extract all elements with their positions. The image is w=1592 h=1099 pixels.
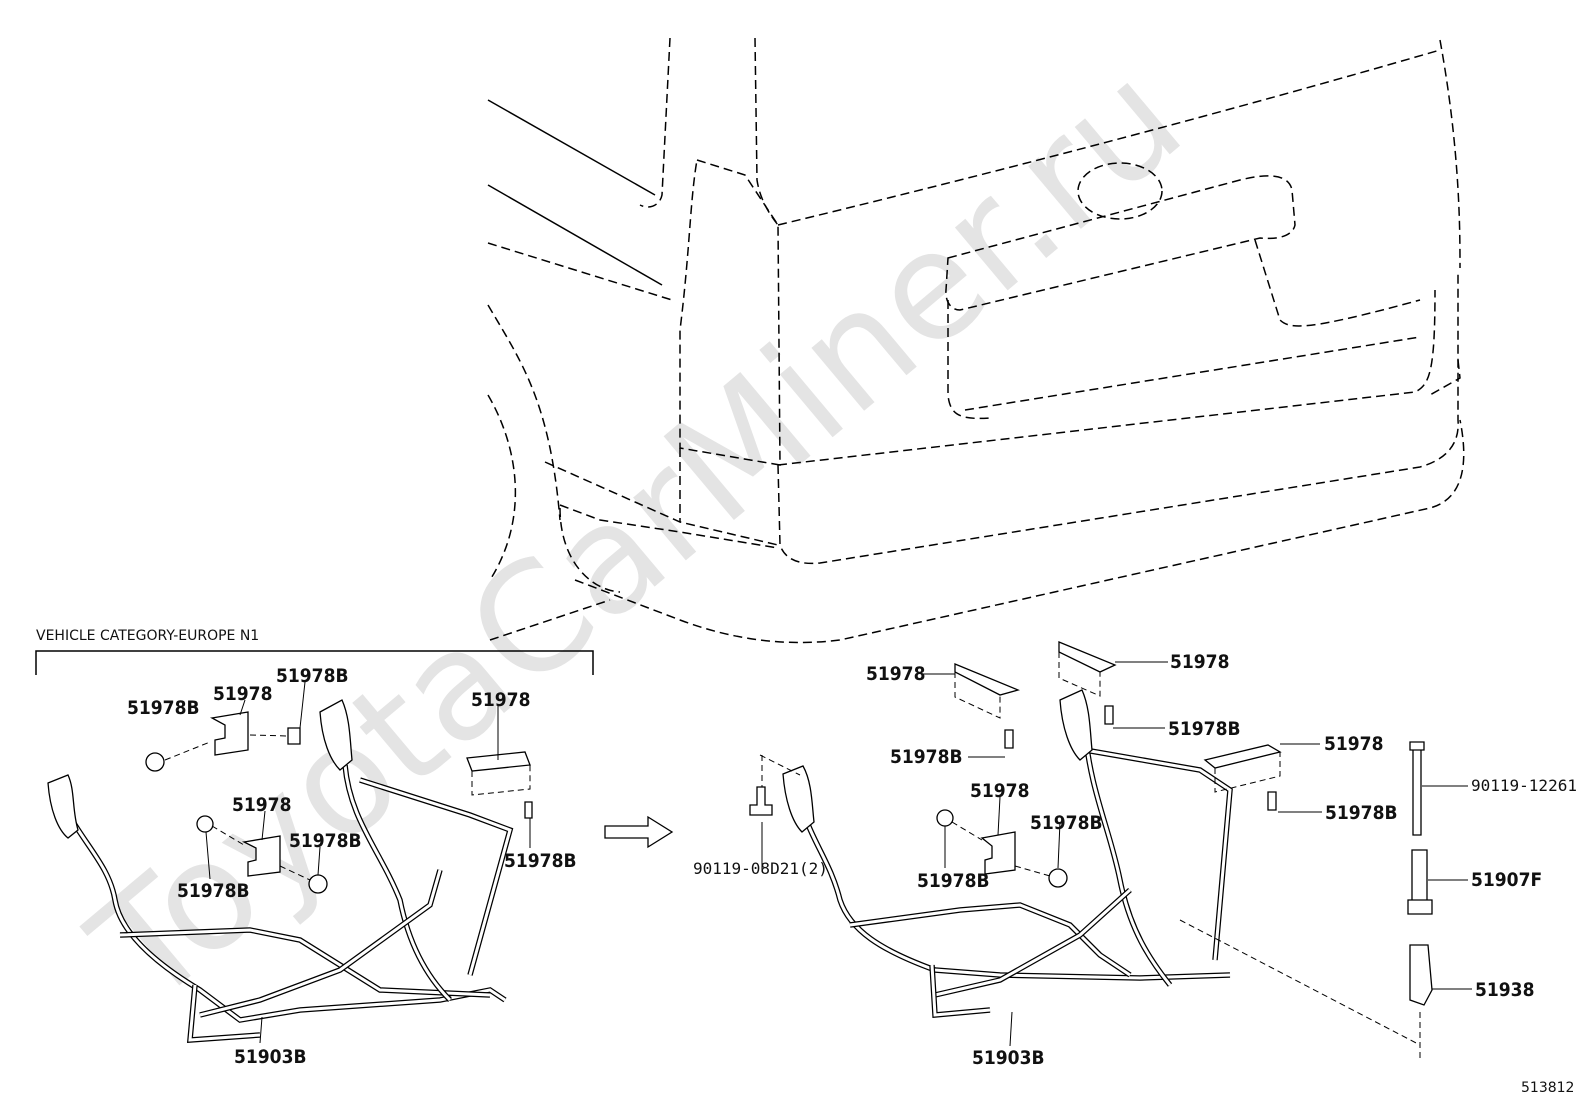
vehicle-rear-outline bbox=[487, 37, 1465, 644]
label-right-clip-a: 51978B bbox=[890, 746, 963, 768]
label-right-bracket-b: 51978 bbox=[1170, 651, 1229, 673]
label-right-bracket-c: 51978 bbox=[1324, 733, 1383, 755]
left-leaders bbox=[205, 681, 531, 1044]
label-left-clip-d: 51978B bbox=[177, 880, 250, 902]
label-left-bracket-c: 51978 bbox=[471, 689, 530, 711]
label-left-carrier: 51903B bbox=[234, 1046, 307, 1068]
transition-arrow bbox=[604, 815, 674, 849]
label-left-bracket-a: 51978 bbox=[213, 683, 272, 705]
label-right-lock: 51938 bbox=[1475, 979, 1534, 1001]
label-left-bracket-b: 51978 bbox=[232, 794, 291, 816]
section-caption: VEHICLE CATEGORY-EUROPE N1 bbox=[36, 628, 259, 644]
section-bracket bbox=[35, 650, 594, 675]
label-left-clip-a: 51978B bbox=[127, 697, 200, 719]
label-right-bracket-a: 51978 bbox=[866, 663, 925, 685]
label-left-clip-c: 51978B bbox=[289, 830, 362, 852]
label-right-clip-b: 51978B bbox=[1168, 718, 1241, 740]
diagram-id: 513812 bbox=[1521, 1080, 1574, 1096]
label-right-bracket-e: 51978 bbox=[970, 780, 1029, 802]
label-right-carrier: 51903B bbox=[972, 1047, 1045, 1069]
label-left-clip-e: 51978B bbox=[504, 850, 577, 872]
right-leaders bbox=[761, 661, 1472, 1047]
label-right-clip-c: 51978B bbox=[1325, 802, 1398, 824]
label-right-pipe: 51907F bbox=[1471, 869, 1542, 891]
label-right-long-bolt: 90119-12261 bbox=[1471, 776, 1577, 795]
left-carrier-assembly bbox=[47, 699, 514, 1043]
label-right-clip-d: 51978B bbox=[1030, 812, 1103, 834]
left-small-parts bbox=[145, 711, 533, 894]
right-small-parts bbox=[749, 641, 1433, 1062]
label-right-bolt: 90119-08D21(2) bbox=[693, 859, 828, 878]
label-right-clip-e: 51978B bbox=[917, 870, 990, 892]
label-left-clip-b: 51978B bbox=[276, 665, 349, 687]
